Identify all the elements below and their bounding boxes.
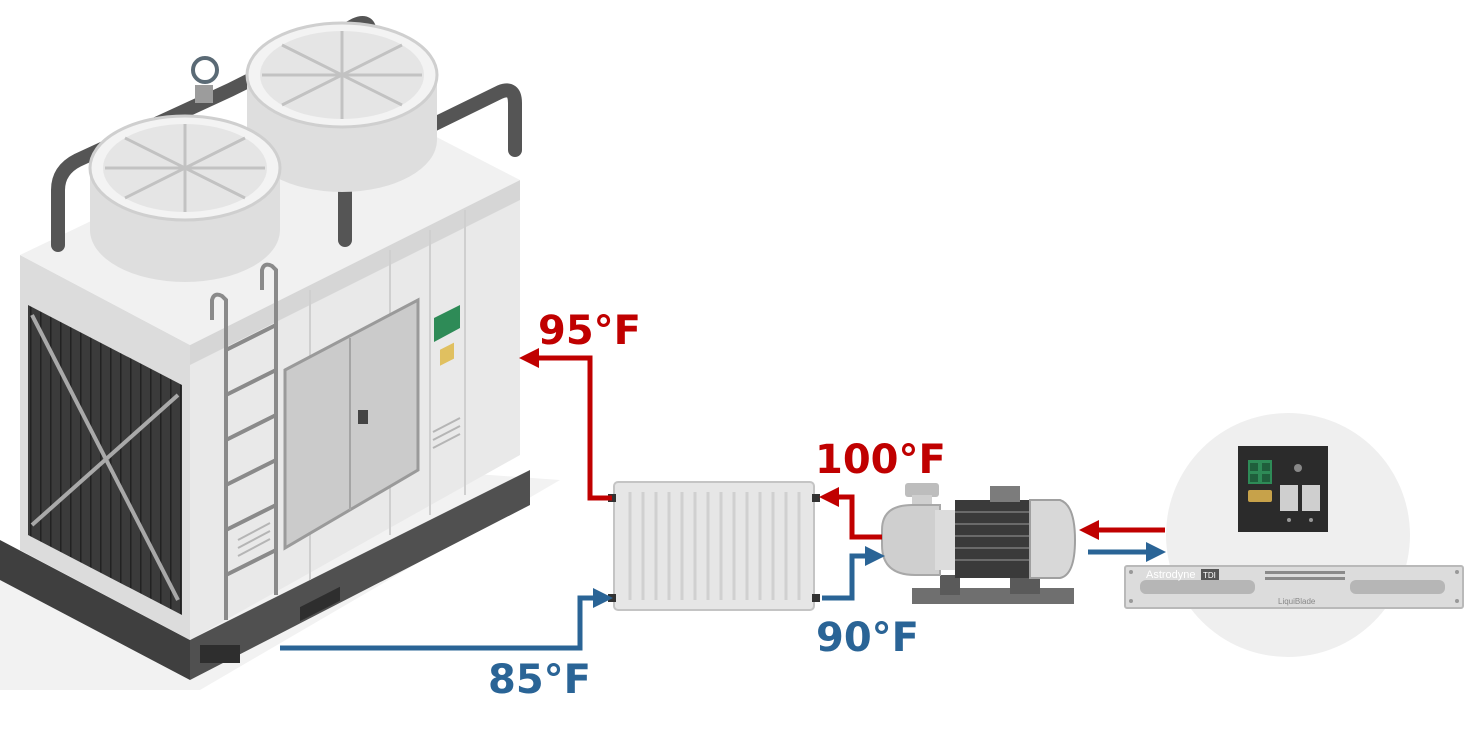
cooling-tower-icon xyxy=(0,16,560,690)
rack-brand-badge: TDI xyxy=(1203,571,1216,580)
rack-chassis-icon: Astrodyne TDI LiquiBlade xyxy=(1124,565,1464,609)
cold-flow-to-pump xyxy=(822,546,885,601)
tower-display xyxy=(434,305,460,342)
fan-icon xyxy=(88,114,282,282)
temp-label-95: 95°F xyxy=(538,308,641,354)
rack-brand-label: Astrodyne xyxy=(1146,569,1196,581)
fan-icon xyxy=(245,21,439,192)
rack-model-label: LiquiBlade xyxy=(1278,597,1316,606)
temp-label-100: 100°F xyxy=(815,437,946,483)
radiator-icon xyxy=(608,481,820,611)
power-module-icon xyxy=(1238,446,1328,532)
tower-door xyxy=(283,297,420,551)
hot-flow-to-exchanger xyxy=(819,487,882,540)
tower-ladder xyxy=(210,262,278,620)
tower-base xyxy=(0,540,190,680)
cold-flow-from-tower xyxy=(280,588,613,651)
pump-motor-icon xyxy=(881,483,1077,604)
hot-flow-to-tower xyxy=(519,348,612,501)
temp-label-85: 85°F xyxy=(488,657,591,703)
temp-label-90: 90°F xyxy=(816,615,919,661)
